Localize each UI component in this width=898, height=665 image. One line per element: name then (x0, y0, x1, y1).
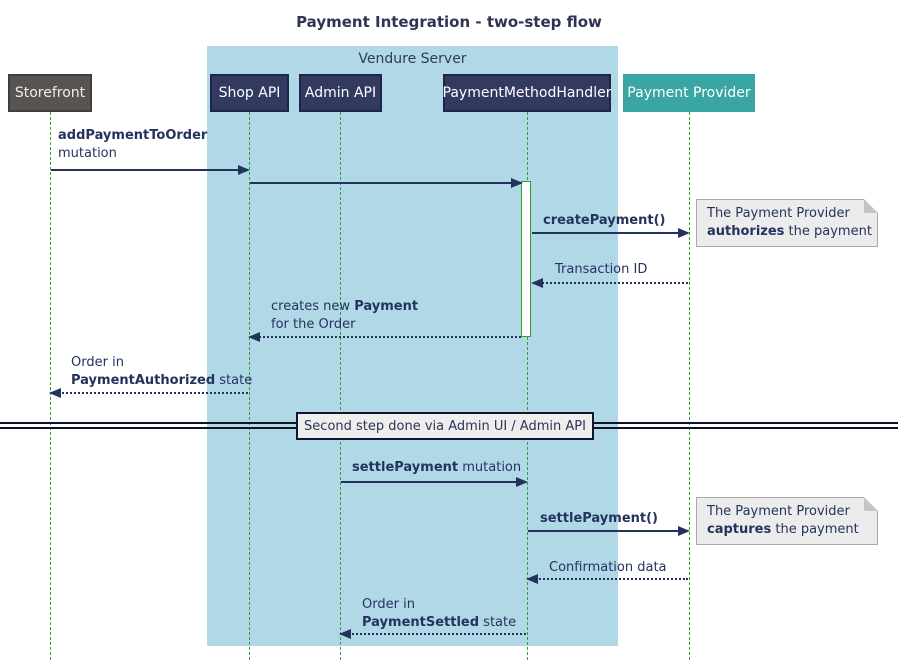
message-label-creates-payment: creates new Payment for the Order (271, 298, 418, 334)
divider-label: Second step done via Admin UI / Admin AP… (296, 412, 594, 440)
message-arrow-confirmation (526, 574, 688, 584)
message-arrow-create-payment (532, 228, 690, 238)
message-text: creates new (271, 299, 355, 314)
participant-admin-api: Admin API (299, 74, 382, 112)
message-text: Transaction ID (555, 262, 648, 277)
lifeline-shop-api (249, 112, 250, 660)
participant-payment-provider: Payment Provider (623, 74, 755, 112)
message-text: PaymentSettled (362, 615, 480, 630)
message-text: mutation (458, 460, 522, 475)
message-arrow-settled-state (339, 629, 526, 639)
message-arrow-settle-mutation (341, 477, 528, 487)
activation-bar-payment-method-handler (521, 181, 531, 337)
message-label-settle-call: settlePayment() (540, 510, 658, 528)
message-label-transaction-id: Transaction ID (555, 261, 647, 279)
note-authorizes: The Payment Provider authorizes the paym… (696, 199, 878, 247)
message-text: settlePayment() (540, 511, 658, 526)
lifeline-admin-api (340, 112, 341, 660)
lifeline-payment-provider (689, 112, 690, 660)
lifeline-payment-method-handler (527, 112, 528, 660)
note-captures: The Payment Provider captures the paymen… (696, 497, 878, 545)
participant-payment-method-handler: PaymentMethodHandler (443, 74, 611, 112)
message-text: state (215, 373, 253, 388)
message-label-authorized-state: Order in PaymentAuthorized state (71, 354, 252, 390)
message-label-settled-state: Order in PaymentSettled state (362, 596, 516, 632)
participant-shop-api: Shop API (210, 74, 289, 112)
lifeline-storefront (50, 112, 51, 660)
participant-storefront: Storefront (8, 74, 92, 112)
message-arrow-settle-call (528, 526, 690, 536)
note-text: the payment (784, 224, 872, 239)
message-text: Order in (362, 597, 415, 612)
message-text: settlePayment (352, 460, 459, 475)
message-text: Order in (71, 355, 124, 370)
note-text: the payment (771, 522, 859, 537)
message-arrow-authorized-state (49, 388, 248, 398)
message-text: Confirmation data (549, 560, 667, 575)
message-label-add-payment: addPaymentToOrder mutation (58, 127, 207, 163)
message-arrow-creates-payment (248, 332, 521, 342)
note-text: captures (707, 522, 772, 537)
message-arrow-transaction-id (531, 278, 688, 288)
message-arrow-add-payment (51, 165, 250, 175)
note-text: authorizes (707, 224, 785, 239)
message-label-confirmation: Confirmation data (549, 559, 667, 577)
message-text: state (479, 615, 517, 630)
message-label-settle-mutation: settlePayment mutation (352, 459, 521, 477)
message-text: for the Order (271, 317, 356, 332)
vendure-server-label: Vendure Server (358, 51, 467, 67)
message-arrow-shop-to-handler (250, 178, 523, 188)
diagram-title: Payment Integration - two-step flow (296, 13, 602, 31)
message-text: Payment (354, 299, 419, 314)
note-text: The Payment Provider (707, 206, 850, 221)
message-text: addPaymentToOrder (58, 128, 208, 143)
message-text: mutation (58, 146, 117, 161)
note-text: The Payment Provider (707, 504, 850, 519)
message-label-create-payment: createPayment() (543, 212, 665, 230)
vendure-server-frame (207, 46, 618, 646)
message-text: createPayment() (543, 213, 666, 228)
message-text: PaymentAuthorized (71, 373, 216, 388)
